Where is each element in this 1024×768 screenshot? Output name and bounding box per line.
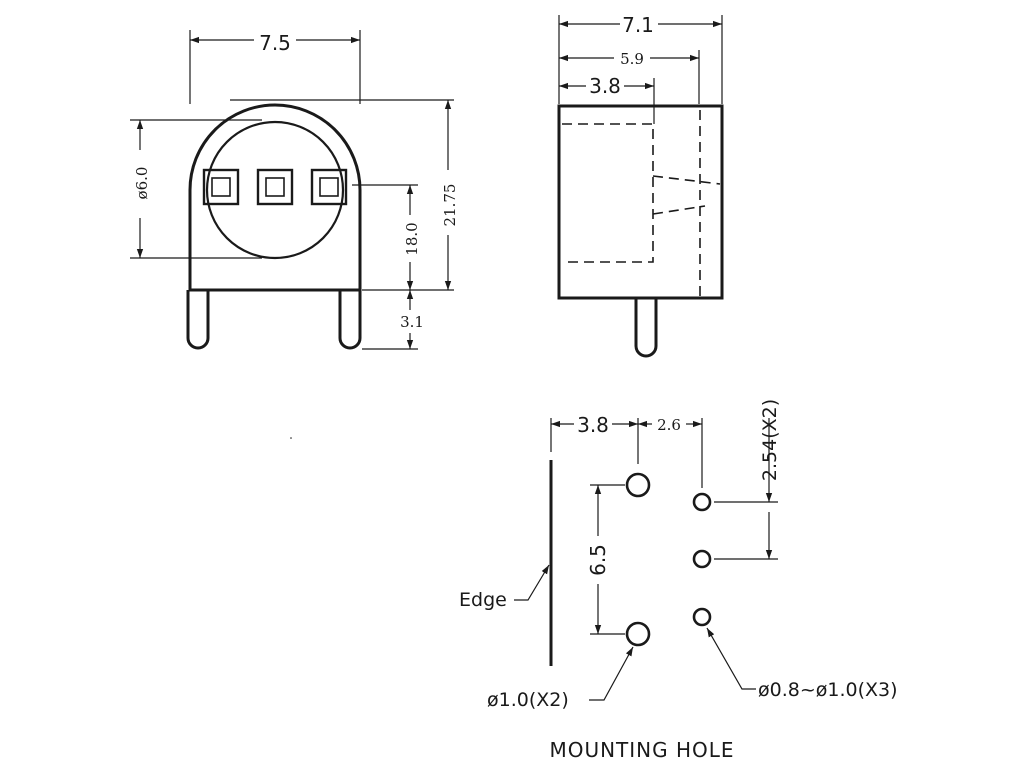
small-hole-middle bbox=[692, 549, 712, 569]
small-hole-label: ø0.8~ø1.0(X3) bbox=[758, 679, 898, 701]
led-window-center bbox=[256, 168, 294, 206]
front-lead-right bbox=[338, 290, 362, 350]
front-lead-length-dim: 3.1 bbox=[400, 313, 424, 331]
front-body-outline bbox=[188, 103, 362, 292]
large-hole-label: ø1.0(X2) bbox=[487, 689, 569, 711]
edge-label: Edge bbox=[459, 589, 507, 611]
mounting-hole-view: 3.8 2.6 2.54(X2) 6.5 Edge ø1.0(X2) ø0.8~… bbox=[459, 399, 898, 762]
large-hole-bottom bbox=[625, 621, 651, 647]
side-lead bbox=[634, 298, 658, 358]
side-inner-dim: 5.9 bbox=[620, 50, 644, 68]
side-hidden-cavity bbox=[562, 123, 654, 263]
large-hole-top bbox=[625, 472, 651, 498]
led-window-left bbox=[202, 168, 240, 206]
led-window-right bbox=[310, 168, 348, 206]
side-depth-dim: 3.8 bbox=[589, 74, 621, 98]
front-total-height-dim: 21.75 bbox=[441, 184, 459, 227]
front-width-dim: 7.5 bbox=[259, 31, 291, 55]
hole-pitch-dim: 2.54(X2) bbox=[759, 399, 781, 481]
mounting-hole-title: MOUNTING HOLE bbox=[549, 738, 734, 762]
front-diameter-dim: ø6.0 bbox=[133, 167, 151, 200]
hole-vertical-dim: 6.5 bbox=[586, 544, 610, 576]
front-view: 7.5 ø6.0 18.0 21.75 3.1 bbox=[130, 30, 459, 350]
small-hole-top bbox=[692, 492, 712, 512]
lens-circle bbox=[205, 120, 345, 260]
side-width-dim: 7.1 bbox=[622, 13, 654, 37]
side-view: 7.1 5.9 3.8 bbox=[557, 13, 724, 358]
hole-spacing-dim: 2.6 bbox=[657, 416, 681, 434]
stray-dot bbox=[290, 437, 292, 439]
front-lead-left bbox=[186, 290, 210, 350]
hole-offset-dim: 3.8 bbox=[577, 413, 609, 437]
small-hole-bottom bbox=[692, 607, 712, 627]
side-body-outline bbox=[557, 104, 724, 300]
front-body-height-dim: 18.0 bbox=[403, 222, 421, 255]
